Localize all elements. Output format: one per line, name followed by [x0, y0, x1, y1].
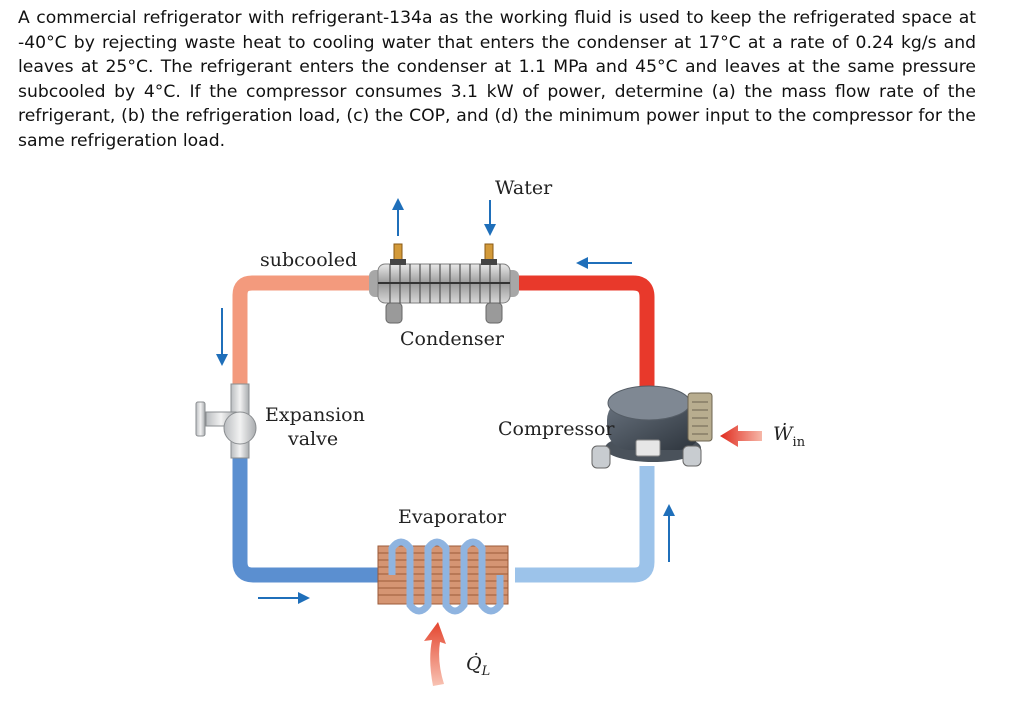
water-out-arrow [392, 198, 404, 236]
suction-flow-arrow [663, 504, 675, 562]
expansion-valve-label-line2: valve [287, 428, 338, 450]
compressor-label: Compressor [498, 418, 615, 440]
heat-symbol: Q̇ [466, 653, 482, 675]
work-input-arrow [720, 425, 762, 447]
expansion-valve [195, 383, 257, 459]
water-outlet-nozzle [390, 243, 406, 265]
work-symbol: Ẇ [773, 422, 794, 445]
water-label: Water [495, 177, 553, 199]
flow-arrows [216, 198, 675, 604]
heat-input-arrow [424, 622, 446, 686]
subcooled-label: subcooled [260, 249, 357, 271]
discharge-line [515, 275, 655, 392]
evaporator [377, 538, 509, 615]
liquid-flow-arrow [216, 308, 228, 366]
cold-line-after-valve [232, 455, 378, 583]
expansion-valve-label-line1: Expansion [265, 404, 365, 426]
liquid-line [232, 275, 375, 388]
water-in-arrow [484, 200, 496, 236]
evaporator-label: Evaporator [398, 506, 507, 528]
heat-subscript: L [481, 664, 491, 679]
work-input-symbol: Ẇin [773, 422, 806, 450]
discharge-flow-arrow [576, 257, 632, 269]
water-inlet-nozzle [481, 243, 497, 265]
cold-flow-arrow [258, 592, 310, 604]
work-subscript: in [793, 435, 806, 450]
suction-line [515, 466, 655, 583]
condenser [369, 243, 519, 324]
problem-statement: A commercial refrigerator with refrigera… [18, 8, 976, 151]
refrigerant-piping [232, 275, 655, 583]
compressor [591, 385, 713, 469]
condenser-label: Condenser [400, 328, 505, 350]
heat-input-symbol: Q̇L [466, 653, 490, 679]
